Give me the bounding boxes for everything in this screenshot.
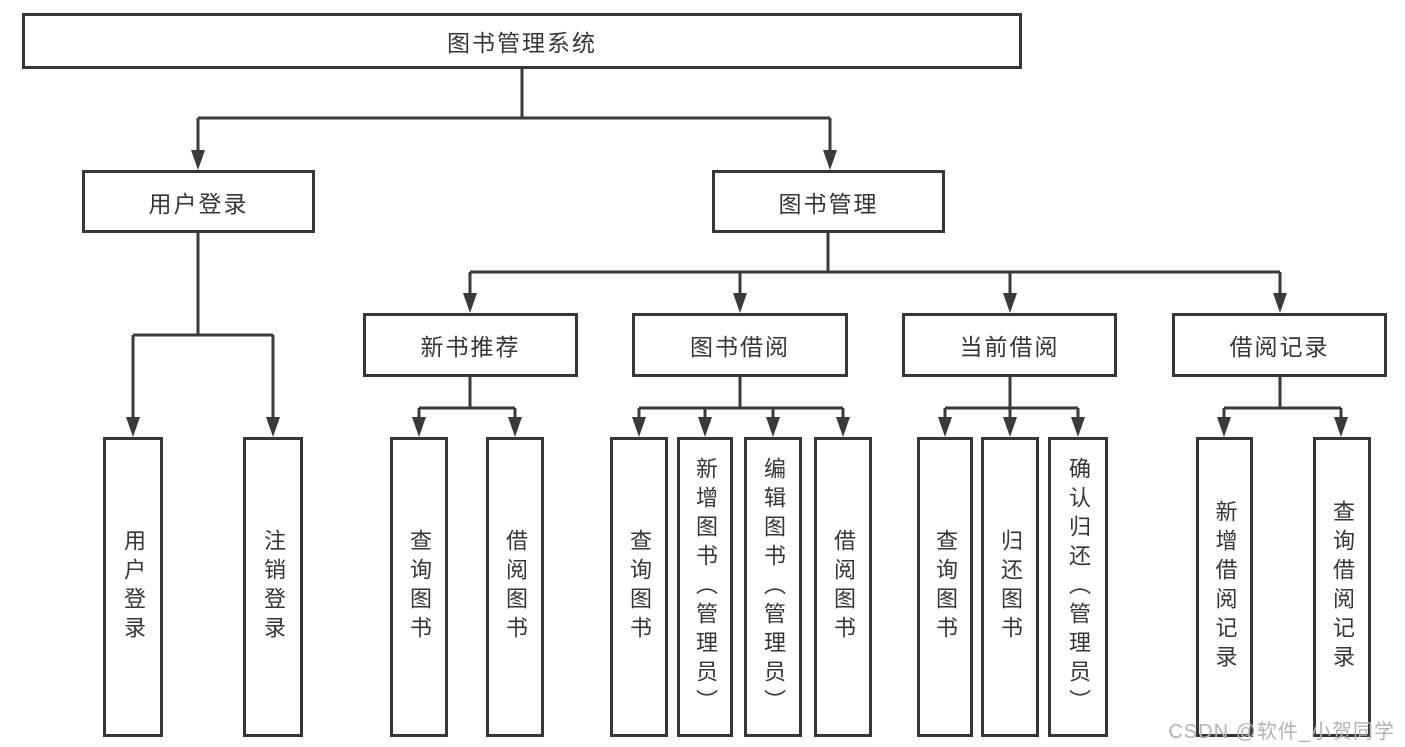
leaf-borrow-books: 借阅图书	[486, 437, 544, 737]
leaf-edit-book-admin: 编辑图书（管理员）	[744, 437, 802, 737]
node-current-borrowing: 当前借阅	[902, 313, 1117, 377]
leaf-return-book: 归还图书	[981, 437, 1039, 737]
node-borrowing-records: 借阅记录	[1172, 313, 1387, 377]
leaf-add-borrow-record: 新增借阅记录	[1196, 437, 1253, 737]
leaf-borrow-books: 借阅图书	[814, 437, 872, 737]
csdn-watermark: CSDN @软件_小贺同学	[1168, 721, 1395, 743]
leaf-add-book-admin: 新增图书（管理员）	[677, 437, 733, 737]
leaf-query-books: 查询图书	[610, 437, 668, 737]
node-library-management-system: 图书管理系统	[22, 13, 1022, 69]
leaf-user-login: 用户登录	[103, 437, 163, 737]
leaf-query-books: 查询图书	[390, 437, 448, 737]
leaf-logout: 注销登录	[243, 437, 303, 737]
node-new-book-recommendation: 新书推荐	[363, 313, 578, 377]
leaf-query-borrow-record: 查询借阅记录	[1313, 437, 1371, 737]
node-book-management-group: 图书管理	[712, 170, 945, 233]
leaf-confirm-return-admin: 确认归还（管理员）	[1048, 437, 1108, 737]
node-user-login-group: 用户登录	[82, 170, 315, 233]
node-book-borrowing: 图书借阅	[632, 313, 848, 377]
leaf-query-books: 查询图书	[917, 437, 973, 737]
